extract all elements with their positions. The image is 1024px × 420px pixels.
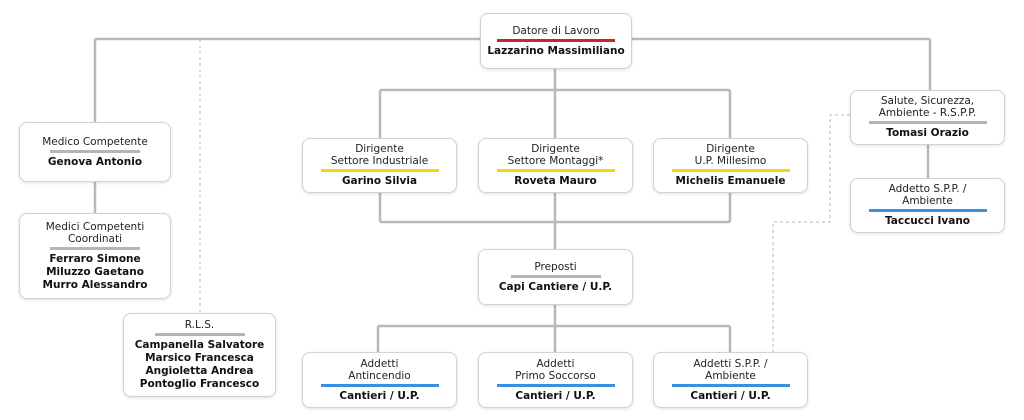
accent-bar — [320, 383, 439, 387]
node-name: Cantieri / U.P. — [515, 389, 596, 402]
node-name: Taccucci Ivano — [884, 215, 971, 227]
node-name: Campanella Salvatore Marsico Francesca A… — [134, 339, 265, 390]
accent-bar — [510, 274, 601, 278]
node-name: Genova Antonio — [47, 155, 143, 168]
node-role: Preposti — [534, 260, 577, 273]
accent-bar — [496, 169, 615, 172]
accent-bar — [671, 169, 790, 172]
accent-bar — [868, 121, 987, 124]
accent-bar — [671, 383, 790, 387]
node-name: Ferraro Simone Miluzzo Gaetano Murro Ale… — [42, 252, 148, 291]
node-datore-di-lavoro: Datore di Lavoro Lazzarino Massimiliano — [480, 13, 632, 69]
node-dirigente-settore-montaggi: Dirigente Settore Montaggi* Roveta Mauro — [478, 138, 633, 193]
node-dirigente-settore-industriale: Dirigente Settore Industriale Garino Sil… — [302, 138, 457, 193]
node-role: Addetto S.P.P. / Ambiente — [888, 183, 967, 207]
node-role: Addetti Antincendio — [348, 357, 411, 382]
node-name: Lazzarino Massimiliano — [487, 44, 625, 57]
accent-bar — [154, 333, 245, 336]
accent-bar — [50, 149, 140, 153]
node-rspp: Salute, Sicurezza, Ambiente - R.S.P.P. T… — [850, 90, 1005, 145]
node-role: Medico Competente — [42, 135, 148, 148]
node-name: Michelis Emanuele — [675, 175, 786, 187]
node-name: Cantieri / U.P. — [690, 389, 771, 402]
node-name: Roveta Mauro — [514, 175, 597, 187]
node-addetti-antincendio: Addetti Antincendio Cantieri / U.P. — [302, 352, 457, 408]
node-role: Medici Competenti Coordinati — [45, 220, 145, 245]
node-role: Dirigente Settore Industriale — [330, 143, 429, 167]
node-dirigente-up-millesimo: Dirigente U.P. Millesimo Michelis Emanue… — [653, 138, 808, 193]
node-role: Dirigente U.P. Millesimo — [694, 143, 767, 167]
node-name: Tomasi Orazio — [886, 127, 969, 139]
accent-bar — [497, 38, 615, 42]
node-addetto-spp-ambiente: Addetto S.P.P. / Ambiente Taccucci Ivano — [850, 178, 1005, 233]
node-role: Salute, Sicurezza, Ambiente - R.S.P.P. — [878, 95, 977, 119]
node-role: Addetti S.P.P. / Ambiente — [693, 357, 768, 382]
node-role: Addetti Primo Soccorso — [515, 357, 596, 382]
node-medici-competenti-coordinati: Medici Competenti Coordinati Ferraro Sim… — [19, 213, 171, 299]
accent-bar — [868, 209, 987, 212]
node-medico-competente: Medico Competente Genova Antonio — [19, 122, 171, 182]
node-addetti-primo-soccorso: Addetti Primo Soccorso Cantieri / U.P. — [478, 352, 633, 408]
node-name: Capi Cantiere / U.P. — [498, 280, 613, 293]
accent-bar — [50, 246, 140, 250]
node-rls: R.L.S. Campanella Salvatore Marsico Fran… — [123, 313, 276, 397]
node-preposti: Preposti Capi Cantiere / U.P. — [478, 249, 633, 305]
node-role: Dirigente Settore Montaggi* — [507, 143, 604, 167]
node-addetti-spp-ambiente: Addetti S.P.P. / Ambiente Cantieri / U.P… — [653, 352, 808, 408]
accent-bar — [496, 383, 615, 387]
node-role: R.L.S. — [184, 319, 215, 331]
node-name: Cantieri / U.P. — [339, 389, 420, 402]
node-role: Datore di Lavoro — [512, 24, 600, 37]
accent-bar — [320, 169, 439, 172]
node-name: Garino Silvia — [341, 175, 418, 187]
